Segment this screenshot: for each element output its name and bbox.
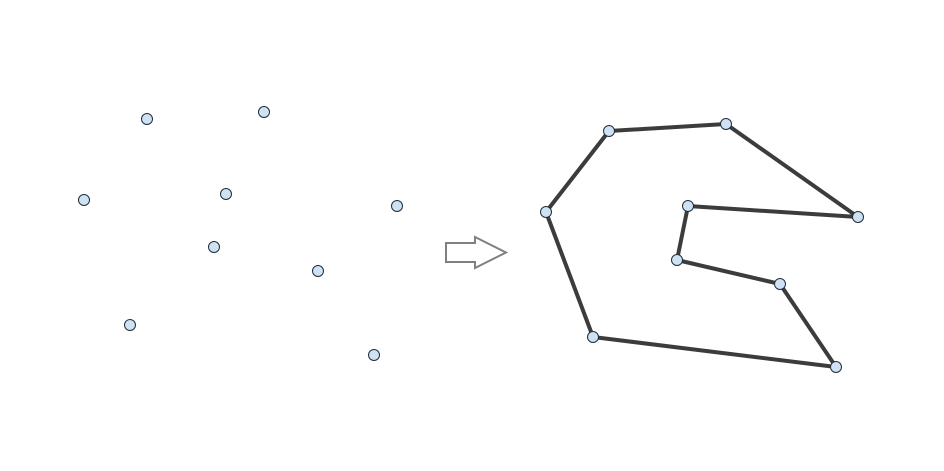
point-1 — [141, 113, 153, 125]
right-arrow-icon — [445, 235, 509, 270]
vertex-4 — [682, 200, 694, 212]
vertex-8 — [587, 331, 599, 343]
polygon-outline — [544, 122, 860, 369]
point-6 — [208, 241, 220, 253]
point-9 — [368, 349, 380, 361]
point-7 — [312, 265, 324, 277]
point-8 — [124, 319, 136, 331]
point-2 — [258, 106, 270, 118]
vertex-9 — [540, 206, 552, 218]
point-4 — [220, 188, 232, 200]
polygon-figure — [540, 118, 864, 373]
point-3 — [78, 194, 90, 206]
vertex-3 — [852, 211, 864, 223]
vertex-7 — [830, 361, 842, 373]
point-5 — [391, 200, 403, 212]
vertex-5 — [671, 254, 683, 266]
vertex-6 — [774, 278, 786, 290]
polygon-vertex-set — [540, 118, 864, 373]
vertex-1 — [603, 125, 615, 137]
unconnected-point-set — [78, 106, 403, 361]
vertex-2 — [720, 118, 732, 130]
